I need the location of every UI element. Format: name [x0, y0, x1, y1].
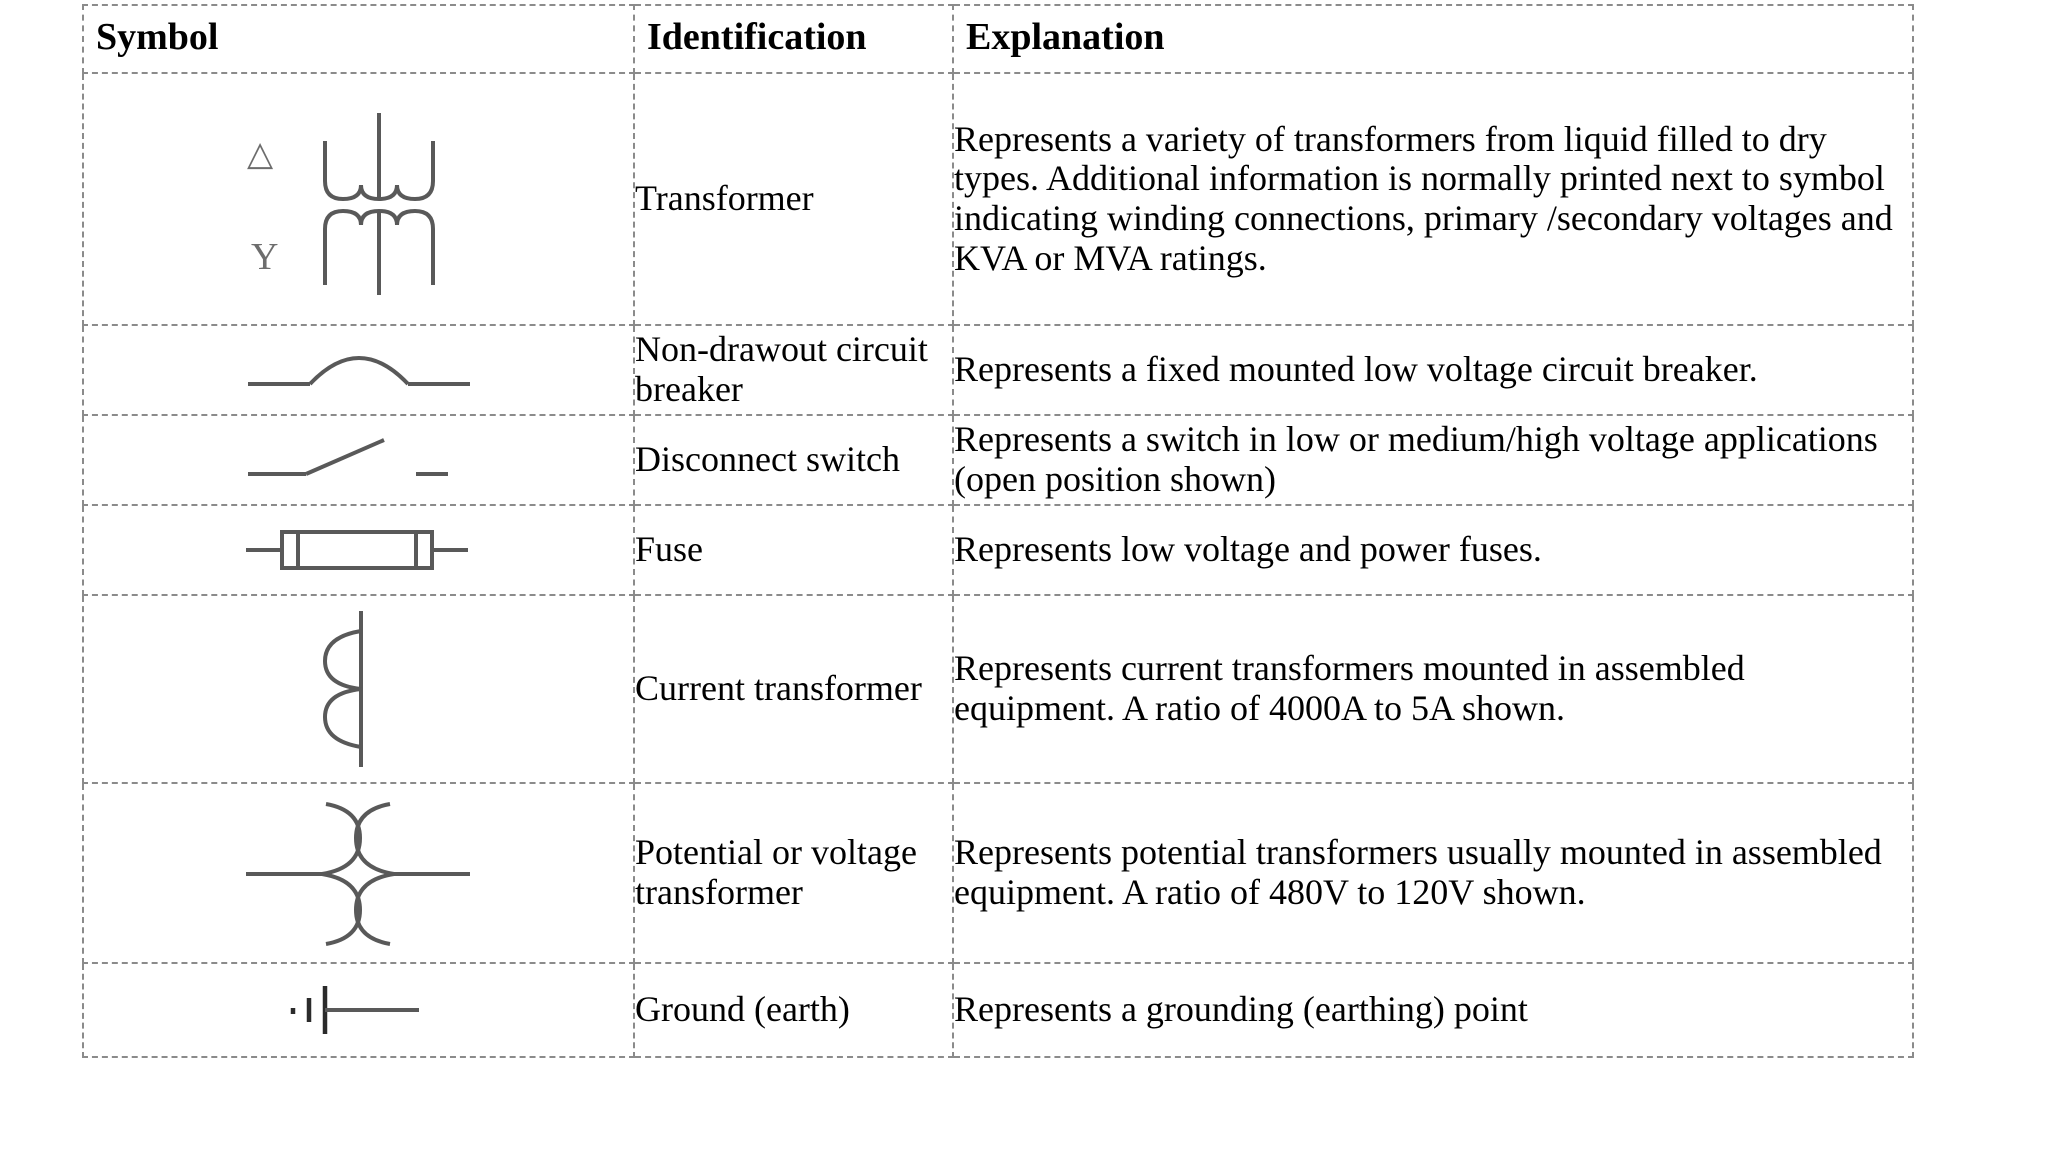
identification-text: Disconnect switch [635, 439, 900, 480]
table-row: Non-drawout circuit breaker Represents a… [82, 324, 1914, 416]
table-row: Current transformer Represents current t… [82, 594, 1914, 784]
identification-cell: Transformer [633, 72, 954, 326]
table-header-row: Symbol Identification Explanation [82, 4, 1914, 74]
identification-cell: Ground (earth) [633, 962, 954, 1058]
disconnect-switch-symbol [84, 430, 633, 490]
explanation-text: Represents a switch in low or medium/hig… [954, 419, 1878, 499]
identification-text: Transformer [635, 178, 814, 219]
delta-label: △ [247, 136, 274, 173]
symbol-cell [82, 594, 635, 784]
explanation-cell: Represents a variety of transformers fro… [952, 72, 1914, 326]
symbol-cell [82, 324, 635, 416]
identification-text: Fuse [635, 529, 704, 570]
identification-cell: Non-drawout circuit breaker [633, 324, 954, 416]
explanation-cell: Represents low voltage and power fuses. [952, 504, 1914, 596]
explanation-text: Represents potential transformers usuall… [954, 832, 1882, 912]
explanation-cell: Represents a fixed mounted low voltage c… [952, 324, 1914, 416]
identification-text: Non-drawout circuit breaker [635, 329, 928, 409]
column-header-explanation: Explanation [952, 4, 1914, 74]
explanation-text: Represents a grounding (earthing) point [954, 989, 1528, 1030]
column-header-identification: Identification [633, 4, 954, 74]
table-row: Ground (earth) Represents a grounding (e… [82, 962, 1914, 1058]
table-row: Potential or voltage transformer Represe… [82, 782, 1914, 964]
table-row: △ Y [82, 72, 1914, 326]
explanation-text: Represents a fixed mounted low voltage c… [954, 349, 1758, 390]
identification-text: Potential or voltage transformer [635, 832, 917, 912]
symbol-cell [82, 504, 635, 596]
ground-earth-symbol [84, 980, 633, 1040]
fuse-symbol [84, 520, 633, 580]
explanation-text: Represents low voltage and power fuses. [954, 529, 1542, 570]
identification-cell: Disconnect switch [633, 414, 954, 506]
explanation-cell: Represents a grounding (earthing) point [952, 962, 1914, 1058]
identification-text: Current transformer [635, 668, 922, 709]
symbol-cell [82, 782, 635, 964]
current-transformer-symbol [84, 609, 633, 769]
wye-label: Y [251, 236, 278, 278]
table-row: Disconnect switch Represents a switch in… [82, 414, 1914, 506]
identification-cell: Potential or voltage transformer [633, 782, 954, 964]
transformer-symbol: △ Y [84, 99, 633, 299]
explanation-cell: Represents current transformers mounted … [952, 594, 1914, 784]
non-drawout-circuit-breaker-symbol [84, 340, 633, 400]
column-header-symbol: Symbol [82, 4, 635, 74]
explanation-cell: Represents a switch in low or medium/hig… [952, 414, 1914, 506]
identification-cell: Current transformer [633, 594, 954, 784]
explanation-text: Represents current transformers mounted … [954, 648, 1745, 728]
explanation-text: Represents a variety of transformers fro… [954, 118, 1893, 278]
symbol-cell [82, 414, 635, 506]
explanation-cell: Represents potential transformers usuall… [952, 782, 1914, 964]
identification-cell: Fuse [633, 504, 954, 596]
identification-text: Ground (earth) [635, 989, 850, 1030]
table-row: Fuse Represents low voltage and power fu… [82, 504, 1914, 596]
potential-transformer-symbol [84, 798, 633, 948]
symbol-cell: △ Y [82, 72, 635, 326]
symbol-cell [82, 962, 635, 1058]
electrical-symbols-table: Symbol Identification Explanation △ Y [82, 4, 1914, 1058]
